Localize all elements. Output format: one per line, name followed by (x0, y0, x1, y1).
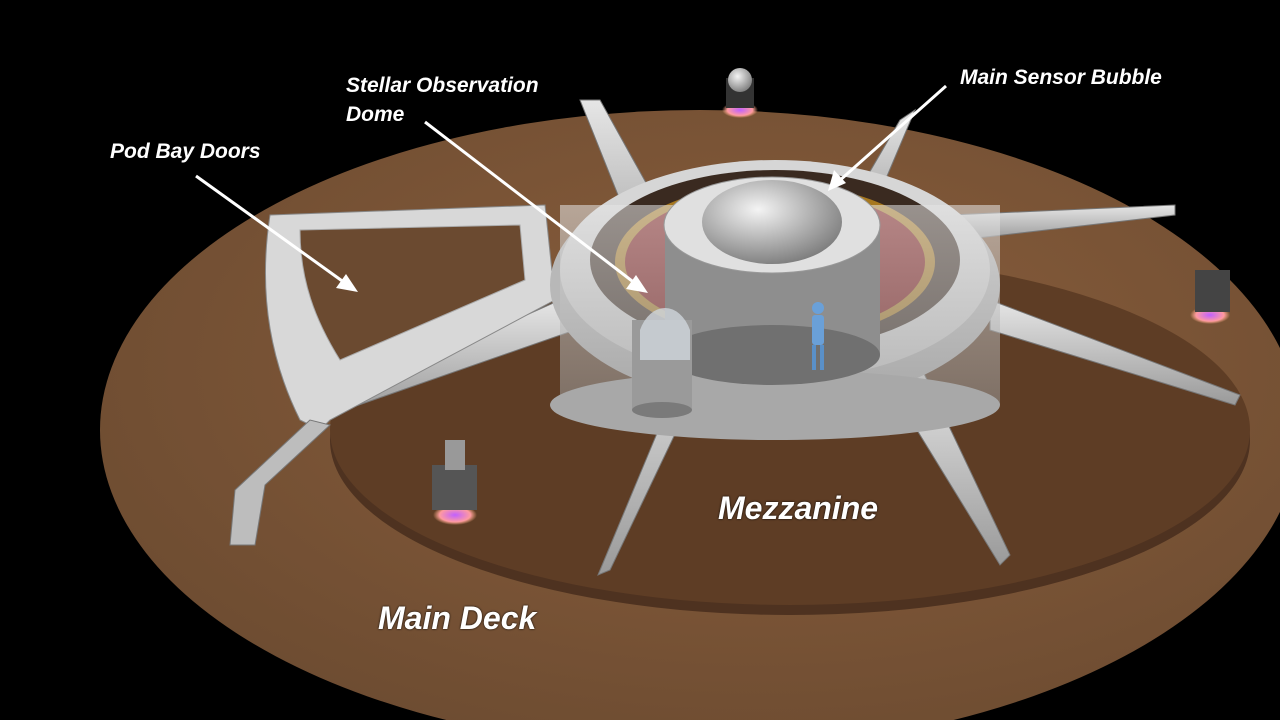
callout-arrows (195, 84, 947, 293)
core-tower (663, 176, 881, 385)
dome-arrow (424, 120, 637, 286)
pod-bay-doors (229, 204, 556, 546)
main-deck-label: Main Deck (378, 600, 537, 636)
pod-bay-arrow (195, 174, 346, 285)
stellar-dome-label-line1: Stellar Observation (346, 74, 539, 97)
main-sensor-bubble (702, 180, 842, 264)
stellar-dome-label-line2: Dome (346, 103, 405, 126)
pod-bay-doors-label: Pod Bay Doors (110, 140, 261, 163)
figure (812, 302, 824, 370)
main-sensor-bubble-label: Main Sensor Bubble (960, 66, 1162, 89)
transporter-pads (432, 68, 1230, 525)
stellar-observation-dome (632, 308, 692, 418)
sensor-arrow (837, 84, 947, 184)
mezzanine-label: Mezzanine (718, 490, 879, 526)
